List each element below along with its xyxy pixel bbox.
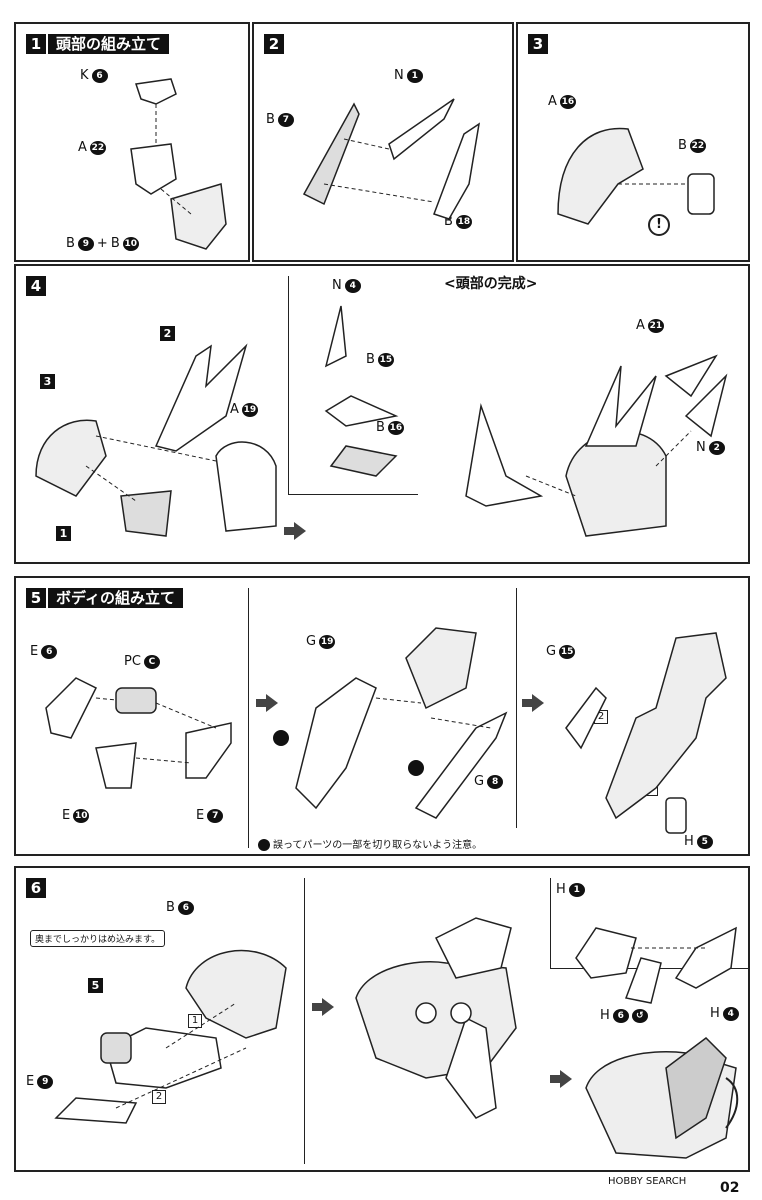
step6-number: 6: [26, 878, 46, 898]
sub-panel-divider-6a: [304, 878, 305, 1164]
head-parts-step1: [130, 78, 227, 250]
chest-torso-step6: [355, 917, 517, 1119]
step1-title: 頭部の組み立て: [48, 34, 170, 54]
flow-arrow-4a: [284, 522, 306, 540]
helmet-parts-step3: [557, 127, 715, 225]
ref-step1: 1: [56, 526, 71, 541]
step3-number: 3: [528, 34, 548, 54]
step2-number: 2: [264, 34, 284, 54]
sub-step-1-marker-6: 1: [188, 1014, 202, 1028]
step4-number: 4: [26, 276, 46, 296]
page-number: 02: [720, 1180, 740, 1196]
body-joint-parts-step5: [45, 677, 232, 789]
torso-frame-parts-step5: [273, 627, 508, 819]
sub-panel-divider-4: [288, 276, 289, 494]
caution-note: 誤ってパーツの一部を切り取らないよう注意。: [258, 836, 482, 851]
flow-arrow-5b: [522, 694, 544, 712]
crest-parts-step2: [302, 98, 481, 220]
sub-panel-divider-6b: [550, 878, 551, 968]
sub-panel-divider-5a: [248, 588, 249, 848]
step5-title: ボディの組み立て: [48, 588, 183, 608]
torso-complete-step5: [565, 632, 727, 834]
chest-assembly-parts-step6: [54, 949, 287, 1124]
flow-arrow-6a: [312, 998, 334, 1016]
step1-number: 1: [26, 34, 46, 54]
chest-complete-step6: [585, 1037, 739, 1159]
step5-number: 5: [26, 588, 46, 608]
rotate-icon: ↺: [631, 1009, 648, 1023]
head-assembly-step4: [35, 343, 277, 537]
shoulder-parts-step6: [575, 926, 737, 1004]
flow-arrow-5a: [256, 694, 278, 712]
warning-badge: !: [648, 214, 670, 236]
ref-step3: 3: [40, 374, 55, 389]
ref-step2: 2: [160, 326, 175, 341]
completed-head-step4: [465, 354, 728, 537]
sub-panel-divider-5b: [516, 588, 517, 828]
insert-firmly-callout: 奥までしっかりはめ込みます。: [30, 930, 166, 947]
sub-panel-divider-4b: [288, 494, 418, 495]
ref-step5: 5: [88, 978, 103, 993]
sub-step-2-marker-6: 2: [152, 1090, 166, 1104]
head-complete-title: <頭部の完成>: [444, 276, 538, 292]
flow-arrow-6b: [550, 1070, 572, 1088]
crest-subassembly-step4: [324, 305, 399, 477]
watermark-site: HOBBY SEARCH: [608, 1176, 687, 1187]
